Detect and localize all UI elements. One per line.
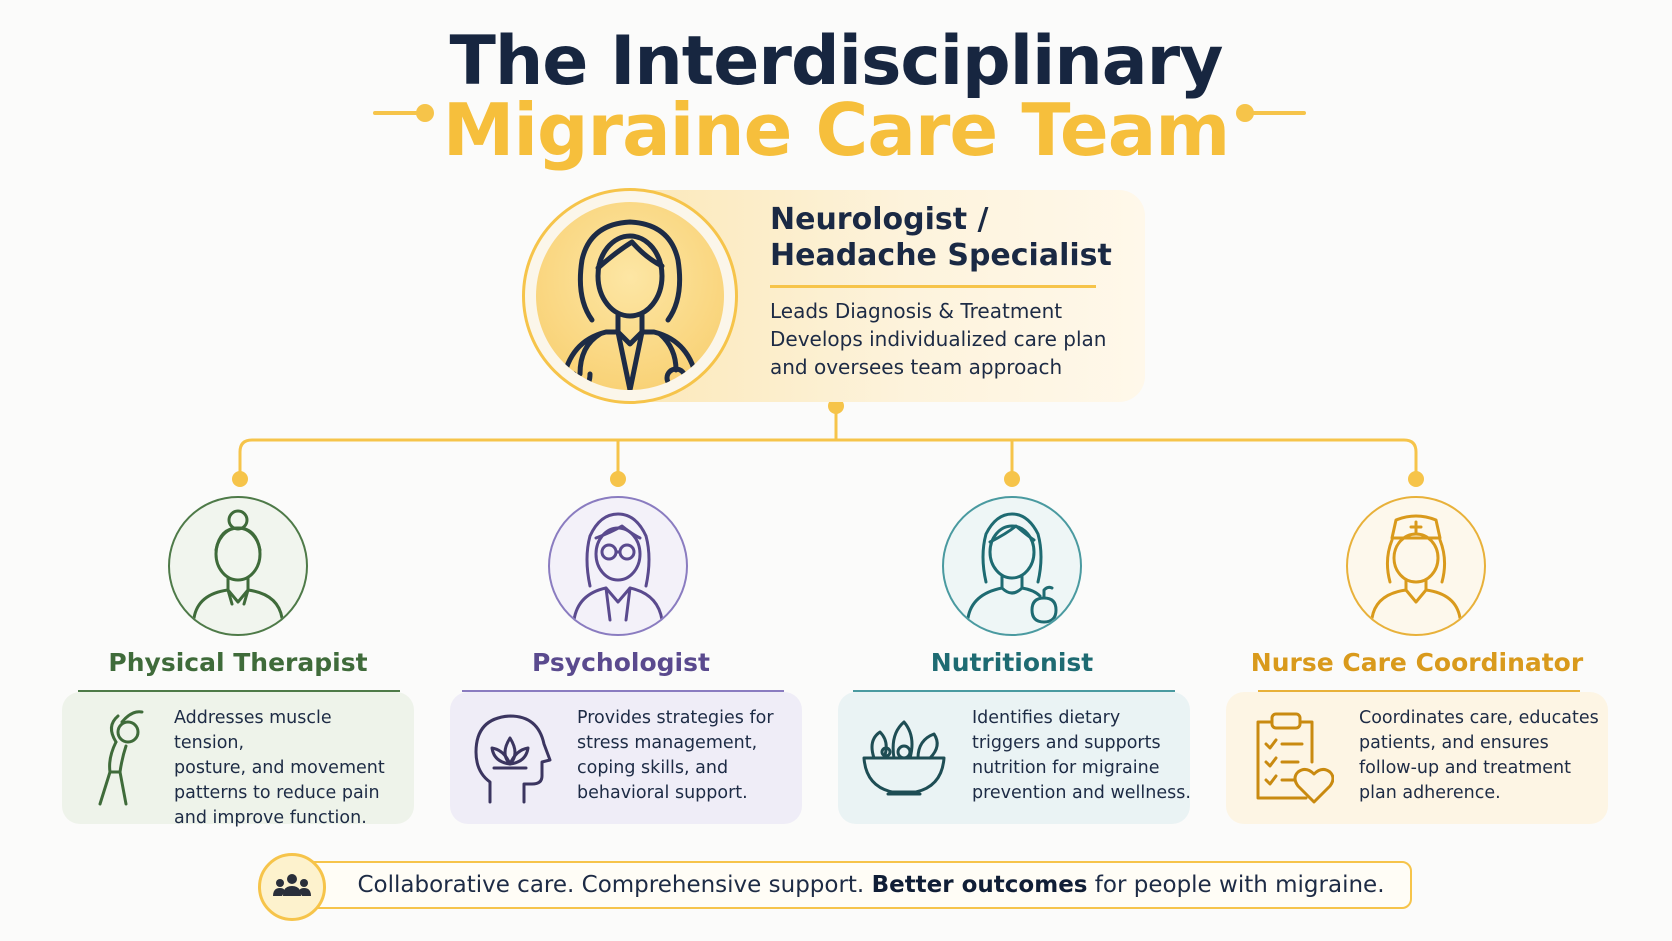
physical-therapist-line-4: and improve function. [174, 808, 367, 828]
lead-desc-line-3: and oversees team approach [770, 355, 1063, 379]
nurse-care-coordinator-title: Nurse Care Coordinator [1250, 648, 1584, 677]
stretching-person-icon [98, 710, 144, 806]
lead-description: Leads Diagnosis & Treatment Develops ind… [770, 297, 1110, 381]
nurse-care-coordinator-description: Coordinates care, educates patients, and… [1359, 706, 1599, 806]
head-with-lotus-icon [474, 714, 552, 804]
physical-therapist-card: Addresses muscle tension, posture, and m… [62, 692, 414, 828]
nutritionist-line-3: nutrition for migraine [972, 758, 1160, 778]
nurse-care-coordinator-line-1: Coordinates care, educates [1359, 708, 1599, 728]
psychologist-line-3: coping skills, and [577, 758, 729, 778]
footer-tagline-part-1: Collaborative care. Comprehensive suppor… [357, 872, 872, 898]
physical-therapist-line-2: posture, and movement [174, 758, 385, 778]
physical-therapist-divider [78, 690, 400, 692]
psychologist-description: Provides strategies for stress managemen… [577, 706, 805, 806]
lead-desc-line-1: Leads Diagnosis & Treatment [770, 299, 1063, 323]
woman-with-bun-icon [192, 509, 284, 620]
physical-therapist-line-3: patterns to reduce pain [174, 783, 380, 803]
psychologist-line-1: Provides strategies for [577, 708, 774, 728]
psychologist-line-4: behavioral support. [577, 783, 748, 803]
title-line-2: Migraine Care Team [442, 88, 1231, 172]
lead-desc-line-2: Develops individualized care plan [770, 327, 1107, 351]
nutritionist-line-1: Identifies dietary [972, 708, 1121, 728]
nutritionist-description: Identifies dietary triggers and supports… [972, 706, 1200, 806]
psychologist-avatar [548, 496, 688, 636]
clipboard-heart-icon [1256, 712, 1334, 804]
salad-bowl-icon [862, 720, 946, 796]
nutritionist-divider [853, 690, 1175, 692]
nutritionist-card: Identifies dietary triggers and supports… [838, 692, 1191, 824]
physical-therapist-line-1: Addresses muscle tension, [174, 708, 332, 753]
nurse-care-coordinator-divider [1258, 690, 1580, 692]
title-decoration-left [373, 111, 419, 115]
nurse-care-coordinator-card: Coordinates care, educates patients, and… [1226, 692, 1608, 824]
psychologist-line-2: stress management, [577, 733, 758, 753]
nurse-care-coordinator-line-3: follow-up and treatment [1359, 758, 1571, 778]
woman-with-apple-icon [966, 512, 1058, 624]
footer-banner [268, 861, 1412, 909]
title-decoration-right-dot [1236, 104, 1254, 122]
nurse-care-coordinator-avatar [1346, 496, 1486, 636]
nurse-with-cap-icon [1370, 514, 1462, 620]
footer-tagline-bold: Better outcomes [871, 872, 1088, 898]
doctor-with-stethoscope-icon [536, 202, 724, 390]
team-group-icon [258, 853, 326, 921]
nutritionist-title: Nutritionist [930, 648, 1094, 677]
title-decoration-right [1250, 111, 1306, 115]
nutritionist-line-4: prevention and wellness. [972, 783, 1191, 803]
footer-tagline-part-2: for people with migraine. [1087, 872, 1385, 898]
physical-therapist-avatar [168, 496, 308, 636]
nutritionist-line-2: triggers and supports [972, 733, 1161, 753]
lead-divider [770, 285, 1096, 288]
psychologist-divider [462, 690, 784, 692]
nurse-care-coordinator-line-4: plan adherence. [1359, 783, 1501, 803]
physical-therapist-description: Addresses muscle tension, posture, and m… [174, 706, 402, 831]
nutritionist-avatar [942, 496, 1082, 636]
lead-title-line-1: Neurologist / [770, 202, 989, 237]
woman-with-glasses-icon [572, 512, 664, 622]
title-line-1: The Interdisciplinary [449, 22, 1224, 101]
title-decoration-left-dot [416, 104, 434, 122]
psychologist-card: Provides strategies for stress managemen… [450, 692, 802, 824]
footer-tagline: Collaborative care. Comprehensive suppor… [336, 870, 1406, 900]
lead-title-line-2: Headache Specialist [770, 238, 1112, 273]
nurse-care-coordinator-line-2: patients, and ensures [1359, 733, 1549, 753]
psychologist-title: Psychologist [532, 648, 710, 677]
physical-therapist-title: Physical Therapist [108, 648, 368, 677]
lead-title: Neurologist / Headache Specialist [770, 202, 1130, 274]
